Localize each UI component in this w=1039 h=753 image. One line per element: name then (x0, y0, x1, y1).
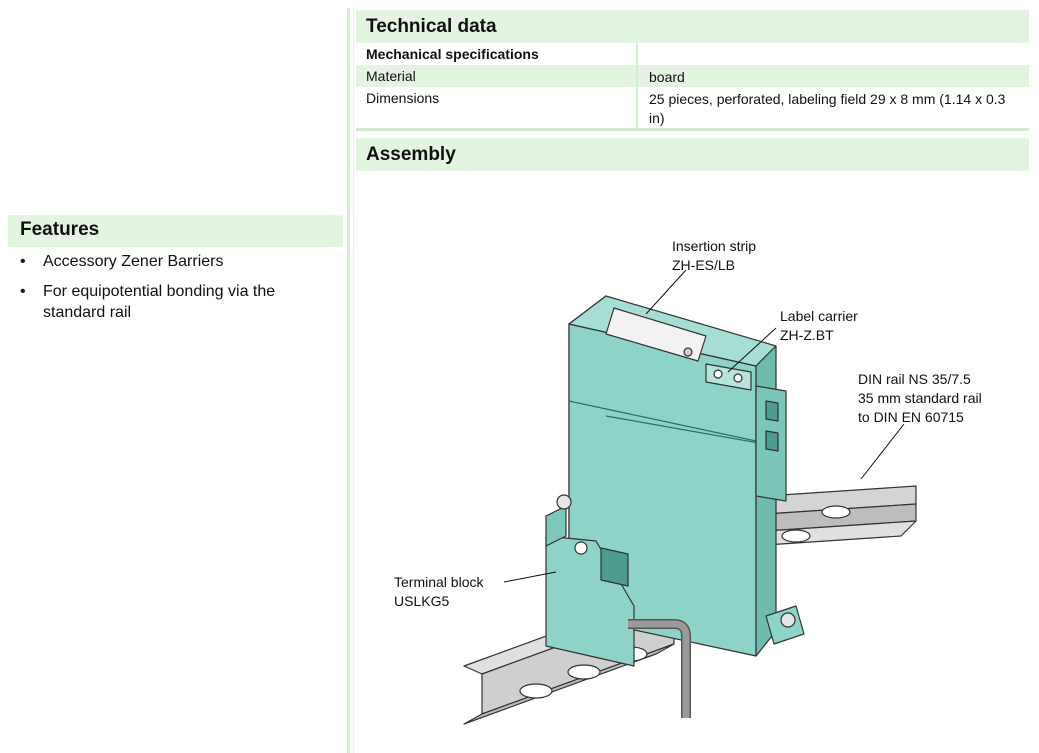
insertion-strip (605, 307, 707, 362)
table-row: Dimensions 25 pieces, perforated, labeli… (356, 87, 1029, 129)
list-item: For equipotential bonding via the standa… (20, 281, 340, 323)
table-row: Mechanical specifications (356, 43, 1029, 65)
row-value: 25 pieces, perforated, labeling field 29… (649, 91, 1006, 126)
leader-terminal-block (503, 571, 557, 583)
table-bottom-rule (356, 128, 1029, 131)
row-key: Dimensions (366, 90, 440, 106)
label-insertion-strip: Insertion strip ZH-ES/LB (672, 238, 757, 273)
features-heading: Features (8, 215, 343, 247)
technical-data-heading: Technical data (356, 10, 1029, 43)
assembly-diagram: Insertion strip ZH-ES/LB Label carrier Z… (356, 176, 1029, 753)
row-key: Material (366, 68, 416, 84)
row-value: board (649, 69, 685, 85)
label-terminal-block: Terminal block USLKG5 (394, 574, 484, 609)
group-label: Mechanical specifications (366, 46, 539, 62)
table-column-separator (636, 43, 638, 129)
column-divider-thin (353, 8, 354, 753)
label-label-carrier: Label carrier ZH-Z.BT (780, 308, 858, 343)
leader-insertion-strip (645, 269, 687, 315)
assembly-heading: Assembly (356, 138, 1029, 171)
technical-data-table: Mechanical specifications Material board… (356, 43, 1029, 129)
label-din-rail: DIN rail NS 35/7.5 35 mm standard rail t… (858, 371, 982, 425)
leader-label-carrier (727, 327, 777, 373)
list-item: Accessory Zener Barriers (20, 251, 340, 272)
leader-din-rail (860, 423, 905, 480)
features-list: Accessory Zener Barriers For equipotenti… (20, 251, 340, 332)
table-row: Material board (356, 65, 1029, 87)
column-divider (347, 8, 350, 753)
assembly-illustration (463, 269, 917, 725)
